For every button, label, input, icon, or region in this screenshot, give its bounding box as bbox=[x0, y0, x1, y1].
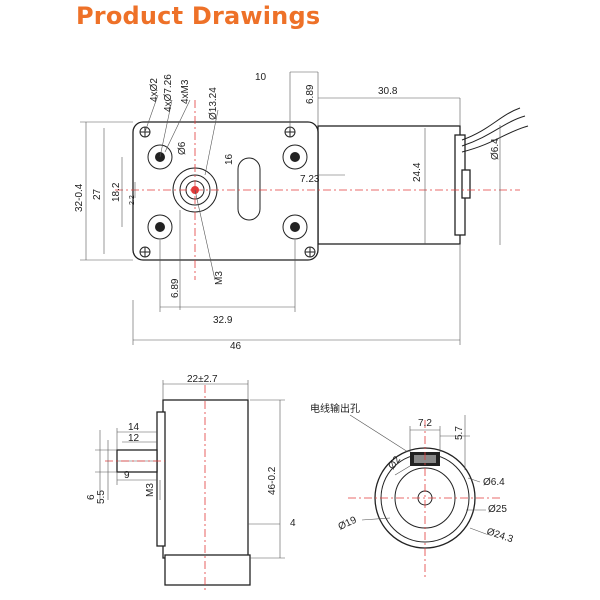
label-m3-side: M3 bbox=[145, 483, 156, 497]
label-46: 46 bbox=[230, 341, 242, 352]
label-24-4: 24.4 bbox=[412, 162, 423, 182]
label-d25: Ø25 bbox=[488, 504, 507, 515]
label-d19: Ø19 bbox=[337, 515, 359, 533]
gearbox-plate bbox=[132, 121, 319, 261]
slot-outline bbox=[237, 157, 261, 221]
label-46-0-2: 46-0.2 bbox=[267, 466, 278, 495]
end-view: 电线输出孔 7.2 5.7 Ø2 Ø6.4 Ø25 Ø19 Ø24.3 bbox=[310, 402, 515, 580]
label-22-2-7: 22±2.7 bbox=[187, 374, 218, 385]
motor-wires bbox=[461, 107, 529, 153]
label-5-7: 5.7 bbox=[454, 426, 465, 440]
label-32-0-4: 32-0.4 bbox=[74, 183, 85, 212]
motor-body-outline bbox=[317, 125, 461, 245]
end-bump bbox=[461, 169, 471, 199]
label-32-9: 32.9 bbox=[213, 315, 233, 326]
label-18-2: 18.2 bbox=[111, 182, 122, 202]
label-7-2: 7.2 bbox=[418, 418, 432, 429]
gearbox-side-body bbox=[162, 399, 249, 559]
top-dimension-lines bbox=[80, 71, 501, 345]
label-2-2: 2.2 bbox=[129, 195, 136, 205]
label-4x-m3: 4xM3 bbox=[180, 79, 191, 104]
label-m3-top: M3 bbox=[214, 271, 225, 285]
label-4x-d2: 4xØ2 bbox=[149, 78, 160, 102]
label-6-89-bottom: 6.89 bbox=[170, 278, 181, 298]
label-5-5: 5.5 bbox=[96, 490, 107, 504]
label-d6: Ø6 bbox=[177, 141, 188, 155]
side-view: 22±2.7 14 12 9 6 5.5 M3 46-0.2 4 bbox=[86, 374, 296, 590]
shaft-collar bbox=[156, 411, 166, 547]
label-9: 9 bbox=[124, 470, 130, 481]
label-12: 12 bbox=[128, 433, 140, 444]
label-6-89-top: 6.89 bbox=[305, 84, 316, 104]
label-7-23: 7.23 bbox=[300, 174, 320, 185]
label-4: 4 bbox=[290, 518, 296, 529]
top-view: 4xØ2 4xØ7.26 4xM3 Ø13.24 10 6.89 30.8 Ø6… bbox=[74, 71, 529, 352]
end-dimension-lines bbox=[349, 414, 487, 535]
label-d6-4-end: Ø6.4 bbox=[483, 477, 505, 488]
label-4x-d7-26: 4xØ7.26 bbox=[163, 74, 174, 112]
label-6: 6 bbox=[86, 494, 97, 500]
label-16: 16 bbox=[224, 153, 235, 165]
label-d6-4-top: Ø6.4 bbox=[490, 138, 501, 160]
label-d13-24: Ø13.24 bbox=[208, 87, 219, 120]
page-title: Product Drawings bbox=[76, 2, 321, 30]
label-wire-outlet: 电线输出孔 bbox=[310, 402, 360, 415]
label-14: 14 bbox=[128, 422, 140, 433]
label-30-8: 30.8 bbox=[378, 86, 398, 97]
side-dimension-lines bbox=[95, 380, 285, 559]
corner-screws bbox=[139, 126, 316, 258]
label-10: 10 bbox=[255, 72, 267, 83]
label-27: 27 bbox=[92, 188, 103, 200]
label-d24-3: Ø24.3 bbox=[485, 526, 515, 545]
motor-side-lower bbox=[164, 554, 251, 586]
